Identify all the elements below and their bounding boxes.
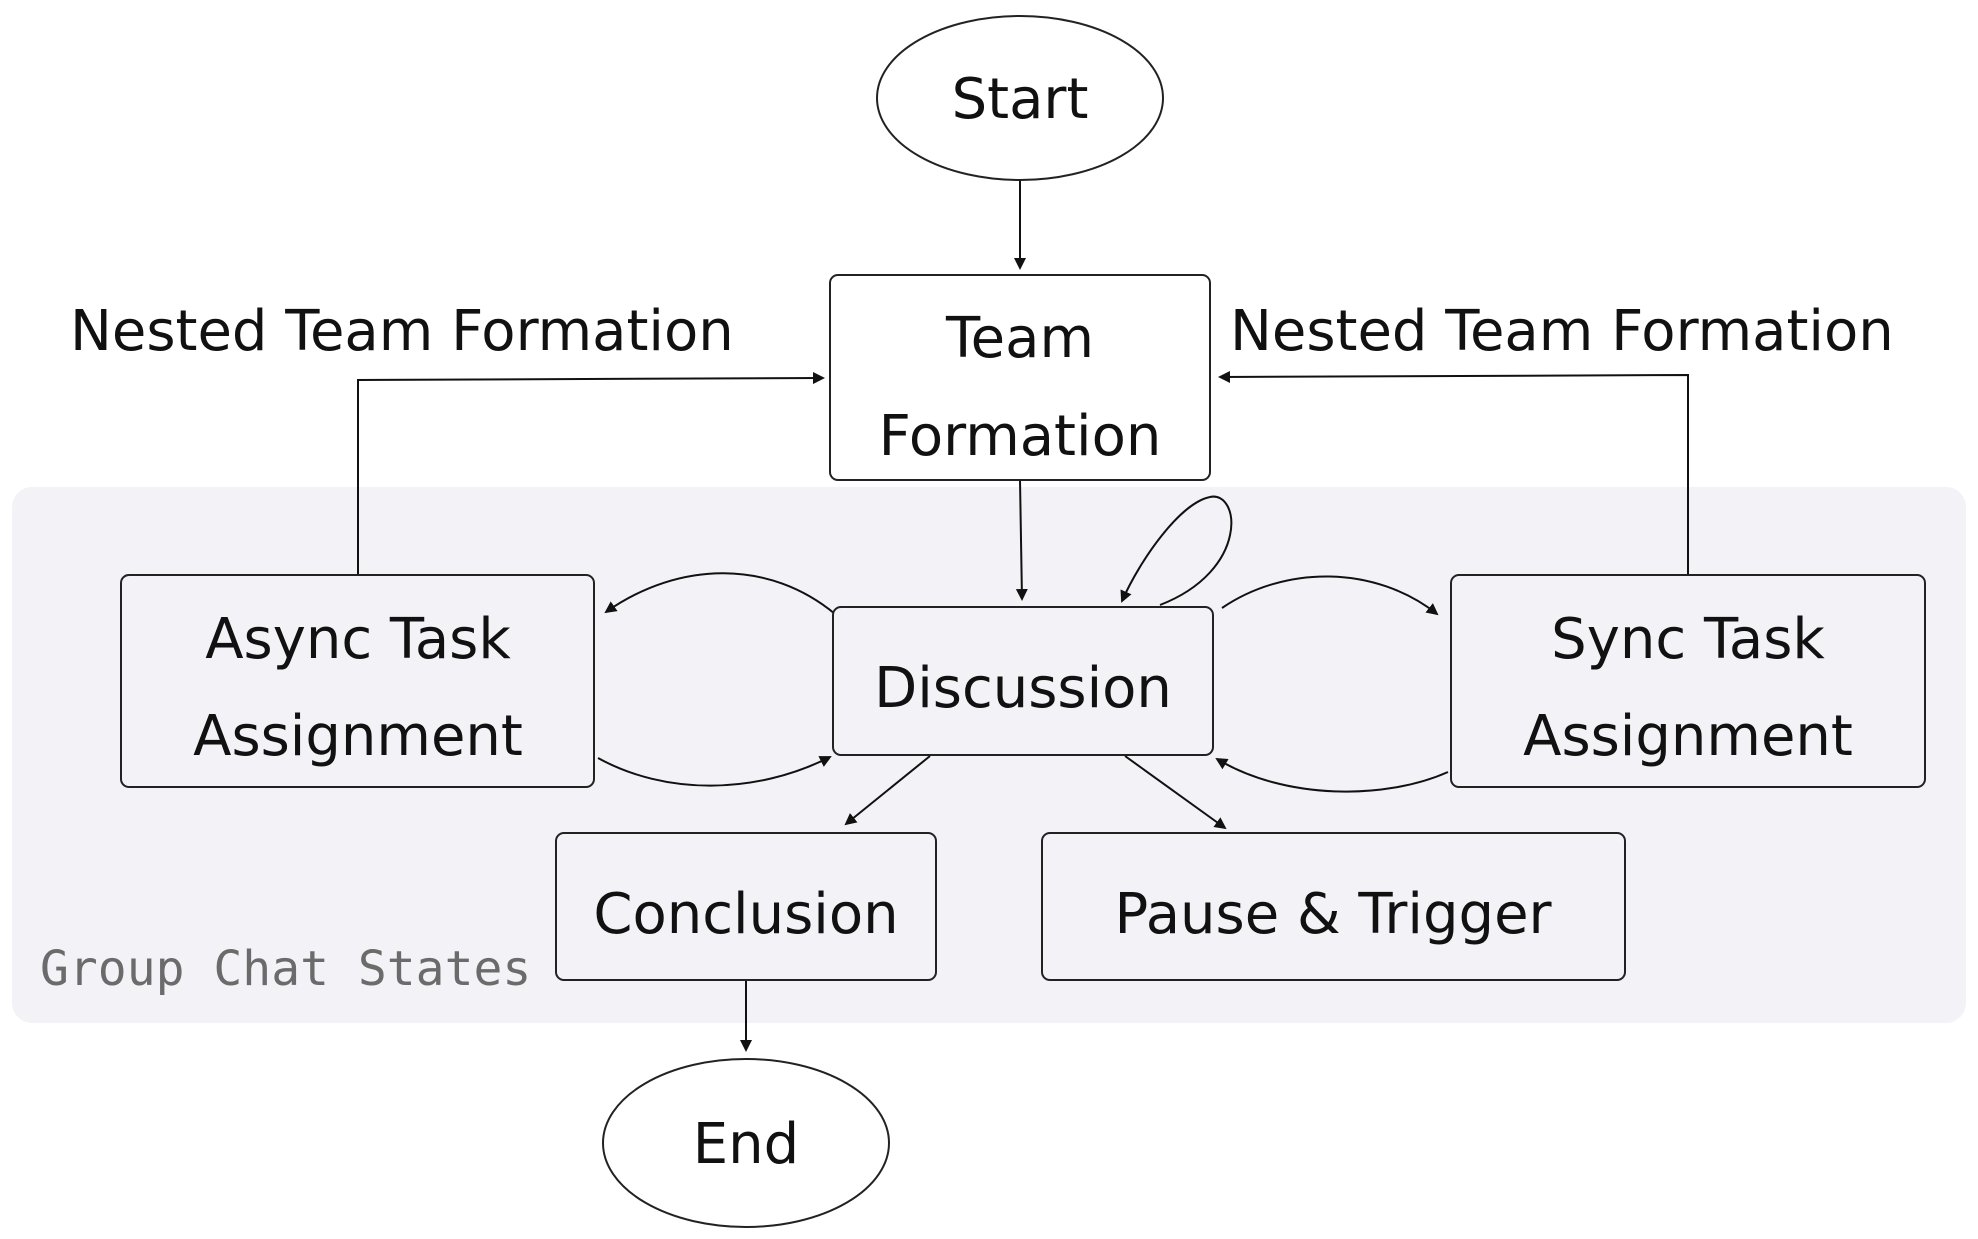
node-end: End: [602, 1058, 890, 1228]
node-async-task-line-2: Assignment: [193, 704, 523, 769]
node-start: Start: [876, 15, 1164, 181]
edge-discussion-to-pause-trigger: [1124, 755, 1227, 830]
node-team-formation-line-1: Team: [945, 306, 1094, 371]
node-team-formation-line-2: Formation: [879, 404, 1162, 469]
node-start-label: Start: [952, 67, 1089, 132]
edge-discussion-to-sync-task: [1221, 575, 1439, 616]
edge-team-formation-to-discussion: [1015, 479, 1028, 601]
node-sync-task-line-1: Sync Task: [1551, 607, 1825, 672]
node-discussion-label: Discussion: [874, 656, 1172, 721]
edge-label-nested-right: Nested Team Formation: [1230, 299, 1894, 364]
group-chat-states-label: Group Chat States: [40, 941, 531, 997]
node-pause-trigger-label: Pause & Trigger: [1114, 882, 1552, 947]
edge-async-task-to-discussion: [597, 756, 832, 787]
edge-sync-task-nested-team-formation: [1218, 370, 1689, 575]
node-team-formation: Team Formation: [829, 274, 1211, 481]
edge-label-nested-left: Nested Team Formation: [70, 299, 734, 364]
edge-discussion-to-conclusion: [844, 755, 931, 826]
edge-async-task-nested-team-formation: [357, 372, 825, 575]
node-end-label: End: [693, 1112, 799, 1177]
edge-discussion-to-async-task: [604, 572, 836, 615]
node-sync-task-line-2: Assignment: [1523, 704, 1853, 769]
edges: [357, 180, 1689, 1052]
node-conclusion-label: Conclusion: [593, 882, 898, 947]
node-pause-trigger: Pause & Trigger: [1041, 832, 1626, 981]
node-async-task-line-1: Async Task: [205, 607, 511, 672]
edge-discussion-self-loop: [1120, 495, 1233, 606]
edge-sync-task-to-discussion: [1215, 757, 1449, 793]
node-sync-task-assignment: Sync Task Assignment: [1450, 574, 1926, 788]
node-discussion: Discussion: [832, 606, 1214, 756]
node-conclusion: Conclusion: [555, 832, 937, 981]
node-async-task-assignment: Async Task Assignment: [120, 574, 595, 788]
